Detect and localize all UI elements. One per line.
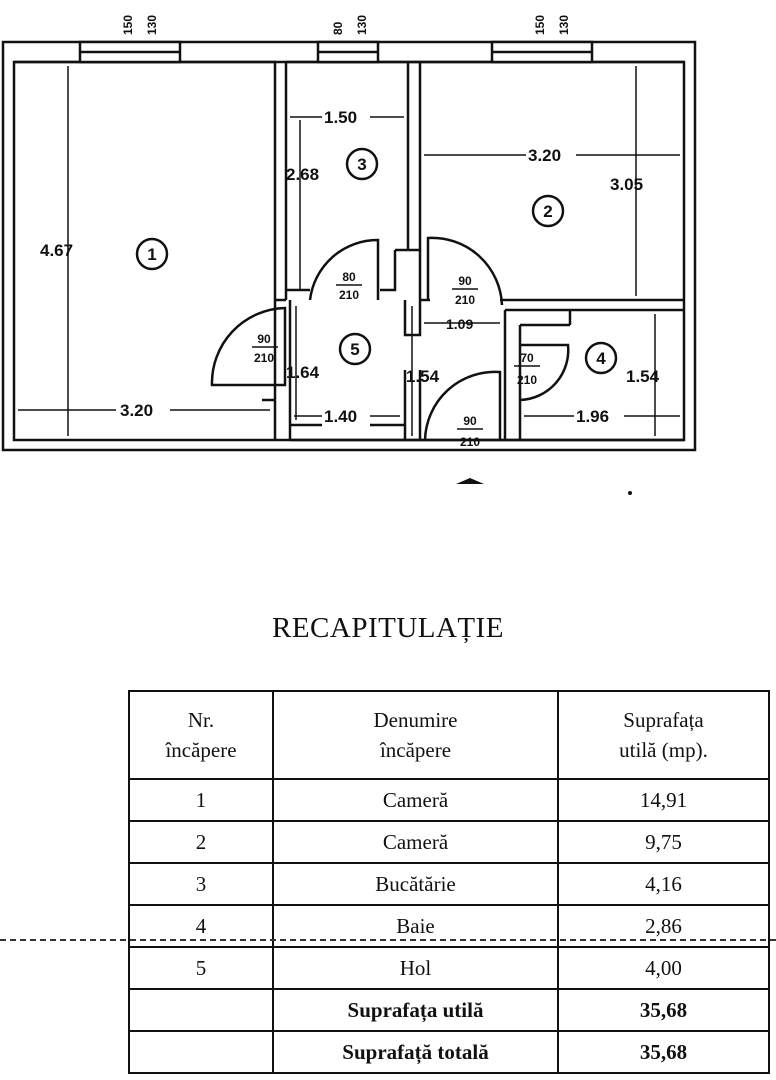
floor-plan: 150 130 80 130 150 130 1 2 3 4 5 4.67 3.… [1,15,697,495]
door-arc-entrance [423,370,502,441]
room-5-marker [338,332,372,366]
dim-room2-height: 3.05 [610,175,643,194]
door-room1-width: 90 [257,332,271,346]
total-useful-label: Suprafața utilă [272,988,559,1032]
total-useful-row: Suprafața utilă 35,68 [128,988,770,1032]
header-nr: Nr. încăpere [128,690,274,780]
dim-room3-width: 1.50 [324,108,357,127]
total-overall-label: Suprafață totală [272,1030,559,1074]
window-3-width: 150 [533,15,547,35]
hall-bottom [290,423,405,442]
header-name: Denumire încăpere [272,690,559,780]
dim-room3-height: 2.68 [286,165,319,184]
row-nr: 5 [128,946,274,990]
speck-mark [628,491,632,495]
window-2-height: 130 [355,15,369,35]
door-kitchen-width: 80 [342,270,356,284]
room-1-partition [275,62,288,302]
total-overall-row: Suprafață totală 35,68 [128,1030,770,1074]
row-name: Cameră [272,778,559,822]
room-3-marker [345,147,379,181]
row-area: 9,75 [557,820,770,864]
door-room1-height: 210 [254,351,274,365]
room-2-marker [531,194,565,228]
room-4-number: 4 [596,349,606,368]
dim-room4-width: 1.96 [576,407,609,426]
table-row: 2 Cameră 9,75 [128,820,770,864]
door-arc-bath [519,343,570,402]
recap-header-row: Nr. încăpere Denumire încăpere Suprafața… [128,690,770,780]
window-1-width: 150 [121,15,135,35]
window-3-height: 130 [557,15,571,35]
door-arc-room2 [426,236,504,306]
row-nr: 1 [128,778,274,822]
dim-hall-left-height: 1.64 [286,363,320,382]
row-area: 4,00 [557,946,770,990]
door-entrance-width: 90 [463,414,477,428]
door-bath-width: 70 [520,351,534,365]
door-arc-room1 [210,306,287,387]
recap-table: Nr. încăpere Denumire încăpere Suprafața… [128,690,770,1074]
dim-room4-height: 1.54 [626,367,660,386]
window-1-height: 130 [145,15,159,35]
dim-hall-small-width: 1.09 [446,316,473,332]
table-row: 1 Cameră 14,91 [128,778,770,822]
door-room2-height: 210 [455,293,475,307]
window-2-width: 80 [331,21,345,35]
row-nr: 3 [128,862,274,906]
dim-hall-height: 1.54 [406,367,440,386]
door-kitchen-height: 210 [339,288,359,302]
dashed-line [0,939,776,941]
row-name: Hol [272,946,559,990]
door-room2-width: 90 [458,274,472,288]
table-row: 3 Bucătărie 4,16 [128,862,770,906]
room-4-marker [584,341,618,375]
dim-room2-width: 3.20 [528,146,561,165]
row-area: 14,91 [557,778,770,822]
recap-title: RECAPITULAȚIE [271,612,505,644]
room-3-bottom-wall [286,250,397,292]
room-2-number: 2 [543,202,552,221]
room-3-number: 3 [357,155,366,174]
entrance-arrow-icon [456,478,484,484]
door-arc-kitchen [308,238,380,301]
room-2-wall [418,60,684,302]
header-area: Suprafața utilă (mp). [557,690,770,780]
dim-hall-width: 1.40 [324,407,357,426]
table-row: 5 Hol 4,00 [128,946,770,990]
row-name: Cameră [272,820,559,864]
door-bath-height: 210 [517,373,537,387]
room-1-number: 1 [147,245,156,264]
total-useful-value: 35,68 [557,988,770,1032]
row-nr: 2 [128,820,274,864]
dim-room1-height: 4.67 [40,241,73,260]
room-4-wall [503,308,684,440]
row-area: 4,16 [557,862,770,906]
door-entrance-height: 210 [460,435,480,449]
room-1-marker [135,237,169,271]
room-5-number: 5 [350,340,359,359]
dim-room1-width: 3.20 [120,401,153,420]
total-overall-value: 35,68 [557,1030,770,1074]
row-name: Bucătărie [272,862,559,906]
